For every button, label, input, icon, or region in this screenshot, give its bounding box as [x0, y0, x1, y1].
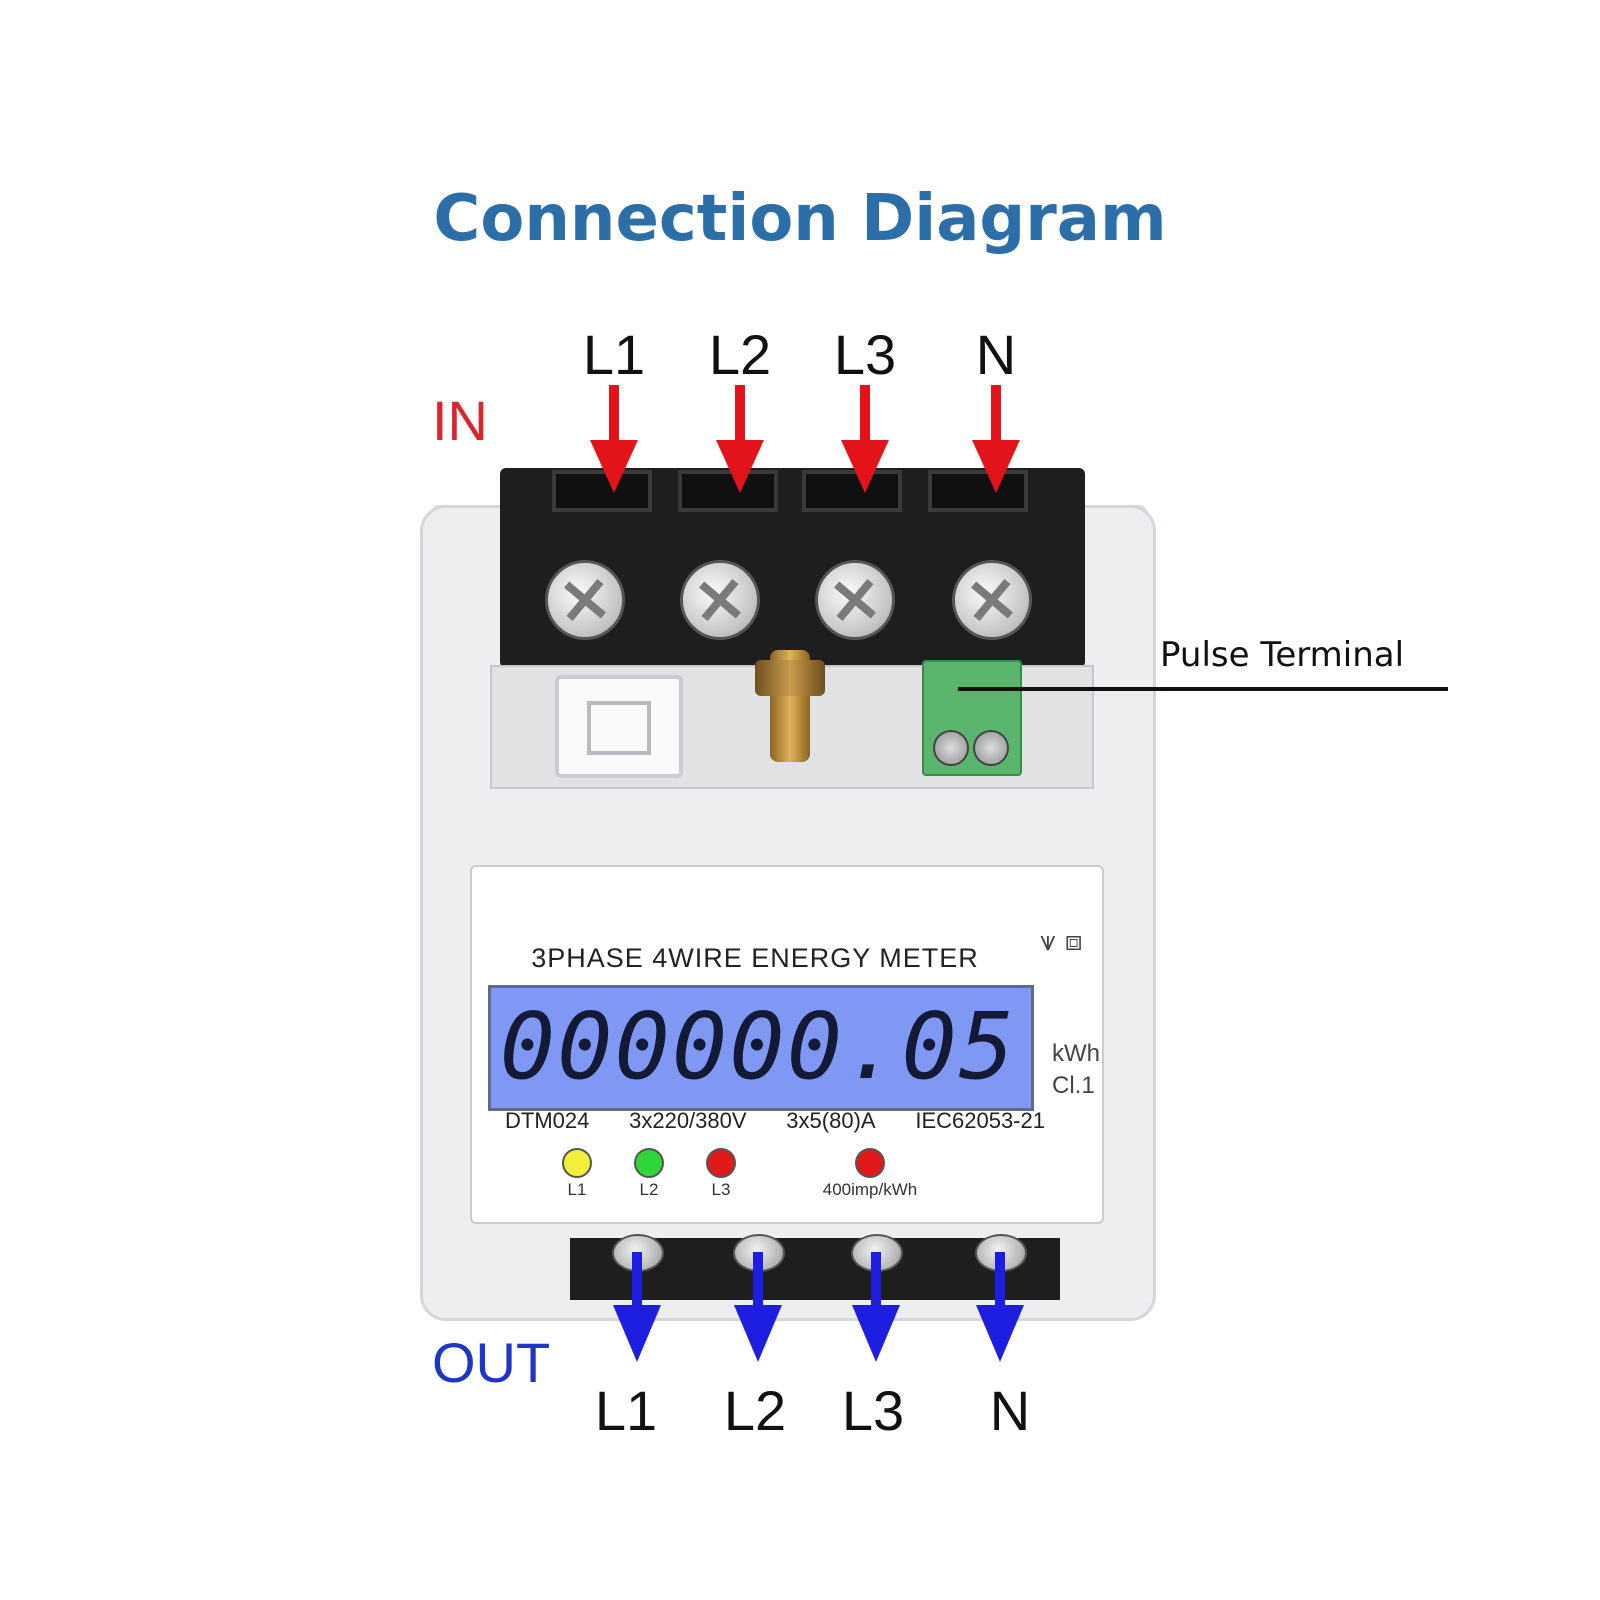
standard: IEC62053-21 [915, 1108, 1045, 1133]
led-pulse [855, 1148, 885, 1178]
led-label-pulse: 400imp/kWh [822, 1180, 918, 1199]
wire-slot-n-in [928, 470, 1028, 512]
input-terminal-label-l3: L3 [833, 323, 897, 386]
arrow-out-l1 [613, 1252, 661, 1362]
terminal-screw-n-in [952, 560, 1032, 640]
led-label-l2: L2 [639, 1180, 659, 1199]
input-terminal-label-n: N [975, 323, 1017, 386]
led-l3 [706, 1148, 736, 1178]
pulse-terminal-callout-label: Pulse Terminal [1160, 635, 1405, 675]
led-l1 [562, 1148, 592, 1178]
clear-terminal-cover [555, 675, 683, 778]
terminal-screw-l1-in [545, 560, 625, 640]
arrow-in-l3 [841, 385, 889, 493]
led-label-l3: L3 [711, 1180, 731, 1199]
output-terminal-label-l1: L1 [594, 1379, 658, 1442]
input-label: IN [432, 389, 488, 452]
arrow-in-l2 [716, 385, 764, 493]
unit-label: kWh [1052, 1040, 1100, 1067]
output-arrows [613, 1252, 1024, 1362]
brass-terminal-cap [755, 660, 825, 696]
lcd-reading: 000000.05 [499, 993, 1017, 1100]
terminal-screw-l2-in [680, 560, 760, 640]
output-terminal-label-l3: L3 [841, 1379, 905, 1442]
terminal-screw-l3-in [815, 560, 895, 640]
input-arrows [590, 385, 1020, 493]
arrow-in-n [972, 385, 1020, 493]
output-terminal-label-n: N [989, 1379, 1031, 1442]
diagram-title: Connection Diagram [433, 182, 1167, 256]
wire-slot-l3-in [802, 470, 902, 512]
input-terminal-label-l1: L1 [582, 323, 646, 386]
accuracy-class-label: Cl.1 [1052, 1072, 1095, 1099]
wire-slot-l1-in [552, 470, 652, 512]
lcd-display [488, 985, 1034, 1111]
led-l2 [634, 1148, 664, 1178]
current-rating: 3x5(80)A [786, 1108, 876, 1133]
voltage-rating: 3x220/380V [629, 1108, 747, 1133]
output-label: OUT [432, 1331, 551, 1394]
arrow-in-l1 [590, 385, 638, 493]
spec-row: DTM024 3x220/380V 3x5(80)A IEC62053-21 [505, 1108, 1045, 1134]
model-number: DTM024 [505, 1108, 590, 1133]
meter-name: 3PHASE 4WIRE ENERGY METER [531, 943, 979, 973]
pulse-terminal-leader-line [958, 687, 1448, 691]
arrow-out-l3 [852, 1252, 900, 1362]
arrow-out-l2 [734, 1252, 782, 1362]
arrow-out-n [976, 1252, 1024, 1362]
led-label-l1: L1 [567, 1180, 587, 1199]
output-terminal-label-l2: L2 [723, 1379, 787, 1442]
input-terminal-label-l2: L2 [708, 323, 772, 386]
pulse-terminal-screw [933, 730, 969, 766]
star-connection-symbol-icon: ⩛ ⧈ [1040, 924, 1083, 957]
wire-slot-l2-in [678, 470, 778, 512]
pulse-terminal-screw [973, 730, 1009, 766]
